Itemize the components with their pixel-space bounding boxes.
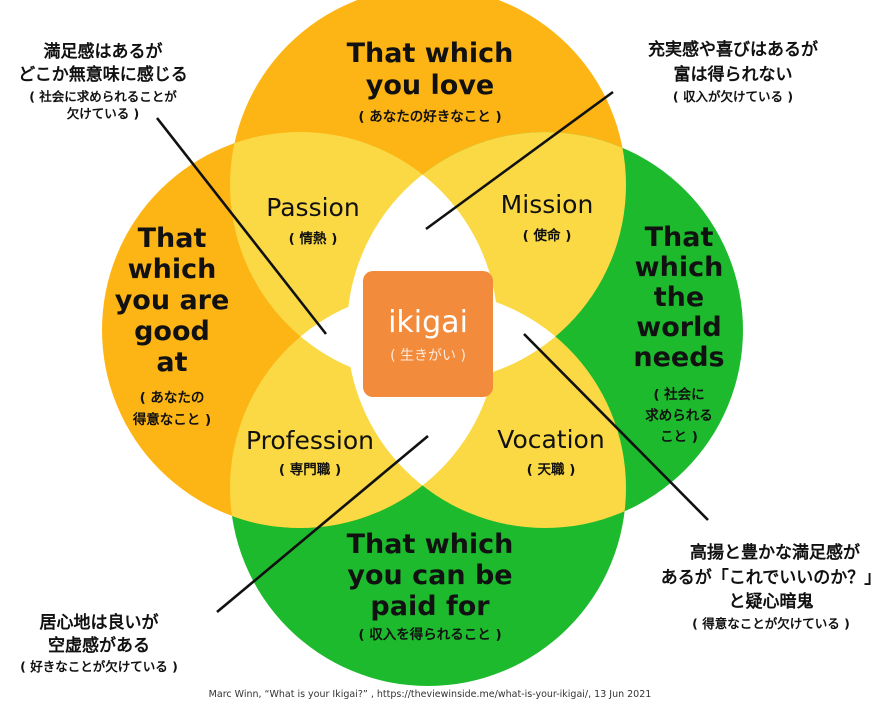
- annotation-top-left-line-1: 満足感はあるが: [44, 41, 163, 62]
- mission-sub: ( 使命 ): [523, 227, 572, 244]
- credit-text: Marc Winn, “What is your Ikigai?” , http…: [209, 689, 652, 700]
- pointer-line-top-left: [155, 117, 328, 335]
- annotation-top-right-line-2: 富は得られない: [674, 64, 793, 85]
- triple-overlap-bottom: [347, 290, 498, 528]
- paid-title-line-1: That which: [347, 529, 514, 560]
- triple-overlap-top: [347, 132, 498, 383]
- annotation-top-right-sub-1: ( 収入が欠けている ): [673, 89, 793, 104]
- world-sub-line-2: 求められる: [645, 407, 713, 424]
- annotation-bottom-right-sub-1: ( 得意なことが欠けている ): [692, 616, 850, 631]
- world-sub-line-1: ( 社会に: [653, 386, 704, 403]
- profession-sub: ( 専門職 ): [279, 461, 341, 478]
- good-sub-line-1: ( あなたの: [140, 390, 205, 406]
- annotation-bottom-right-line-2: あるが「これでいいのか？」: [661, 567, 882, 588]
- pointer-line-top-right: [425, 90, 614, 231]
- good-title-line-5: at: [156, 347, 187, 378]
- world-title-line-2: which: [635, 252, 724, 283]
- ikigai-center: [363, 271, 493, 397]
- good-title-line-2: which: [128, 254, 217, 285]
- good-title-line-1: That: [138, 223, 207, 254]
- vocation-label: Vocation: [497, 425, 604, 454]
- annotation-top-left-line-2: どこか無意味に感じる: [18, 64, 188, 85]
- ikigai-label: ikigai: [388, 305, 468, 340]
- good-title-line-4: good: [134, 316, 210, 347]
- annotation-top-left-sub-1: ( 社会に求められることが: [29, 89, 177, 104]
- mission-label: Mission: [501, 190, 594, 219]
- world-sub-line-3: こと ): [660, 429, 698, 445]
- world-title-line-5: needs: [633, 342, 724, 373]
- good-title-line-3: you are: [115, 285, 230, 316]
- annotation-bottom-right-line-1: 高揚と豊かな満足感が: [690, 542, 860, 563]
- triple-overlap-right: [347, 290, 626, 383]
- profession-label: Profession: [246, 426, 374, 455]
- annotation-bottom-left-sub-1: ( 好きなことが欠けている ): [20, 659, 178, 674]
- pointer-line-bottom-right: [523, 333, 709, 521]
- world-title-line-3: the: [654, 282, 704, 313]
- paid-title-line-3: paid for: [370, 591, 490, 622]
- annotation-top-right-line-1: 充実感や喜びはあるが: [648, 39, 818, 60]
- love-title-line-1: That which: [347, 38, 514, 69]
- love-title-line-2: you love: [366, 70, 495, 101]
- love-sub: ( あなたの好きなこと ): [358, 108, 501, 125]
- passion-sub: ( 情熱 ): [289, 230, 338, 247]
- annotation-bottom-left-line-2: 空虚感がある: [48, 635, 150, 656]
- pointer-line-bottom-left: [216, 435, 429, 613]
- passion-label: Passion: [266, 193, 359, 222]
- annotation-top-left-sub-2: 欠けている ): [67, 106, 140, 121]
- paid-title-line-2: you can be: [347, 560, 512, 591]
- annotation-bottom-right-line-3: と疑心暗鬼: [729, 591, 814, 612]
- annotation-bottom-left-line-1: 居心地は良いが: [40, 612, 159, 633]
- good-sub-line-2: 得意なこと ): [132, 411, 211, 428]
- paid-sub: ( 収入を得られること ): [358, 626, 501, 643]
- vocation-sub: ( 天職 ): [527, 461, 576, 478]
- world-title-line-1: That: [645, 222, 714, 253]
- ikigai-sub: ( 生きがい ): [390, 348, 466, 364]
- world-title-line-4: world: [636, 312, 721, 343]
